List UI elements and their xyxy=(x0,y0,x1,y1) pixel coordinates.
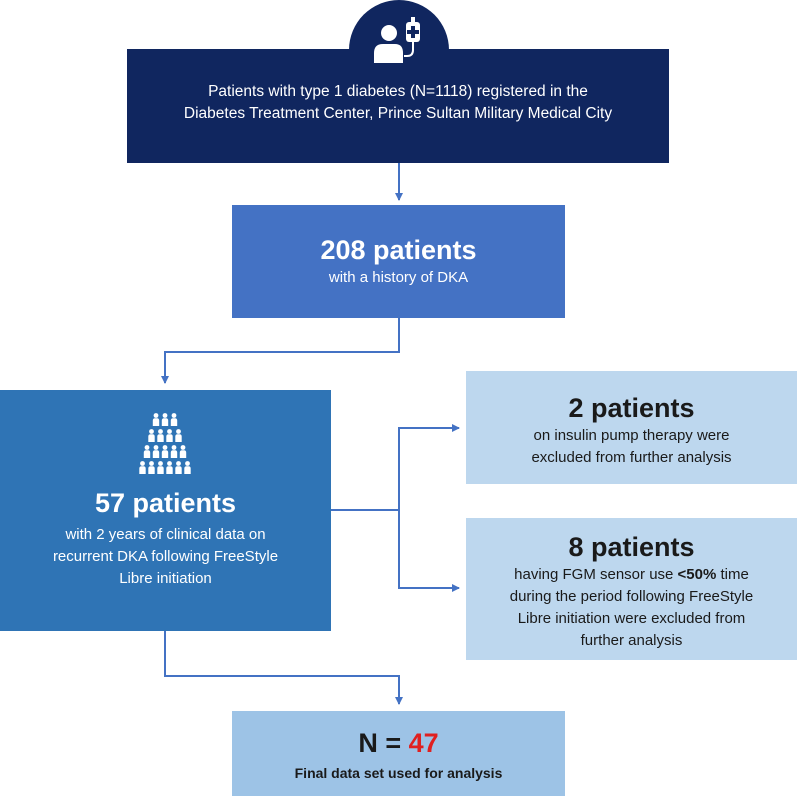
arrow-dka-to-cohort xyxy=(161,318,400,384)
fgm-exclusion-line-3: Libre initiation were excluded from xyxy=(517,610,746,627)
pump-exclusion-title: 2 patients xyxy=(568,393,695,423)
dka-history-box: 208 patients with a history of DKA xyxy=(232,205,565,318)
fgm-exclusion-line-1: having FGM sensor use <50% time xyxy=(466,564,797,586)
arrow-to-pump-exclusion xyxy=(398,424,460,510)
cohort-line-3: Libre initiation xyxy=(119,570,212,587)
final-n-line: N = 47 xyxy=(232,727,565,759)
cohort-box: 57 patients with 2 years of clinical dat… xyxy=(0,390,331,631)
final-dataset-box: N = 47 Final data set used for analysis xyxy=(232,711,565,796)
final-n-value: 47 xyxy=(408,728,439,758)
pump-exclusion-box: 2 patients on insulin pump therapy were … xyxy=(466,371,797,484)
top-box-line-1: Patients with type 1 diabetes (N=1118) r… xyxy=(208,83,588,100)
fgm-exclusion-box: 8 patients having FGM sensor use <50% ti… xyxy=(466,518,797,660)
pump-exclusion-line-1: on insulin pump therapy were xyxy=(533,427,730,444)
fgm-exclusion-line-4: further analysis xyxy=(580,632,683,649)
arrow-cohort-to-final xyxy=(164,631,403,705)
fgm-exclusion-title: 8 patients xyxy=(568,532,695,562)
final-n-label: N = xyxy=(358,728,409,758)
top-patients-box: Patients with type 1 diabetes (N=1118) r… xyxy=(127,49,669,163)
top-box-line-2: Diabetes Treatment Center, Prince Sultan… xyxy=(183,105,613,122)
cohort-line-2: recurrent DKA following FreeStyle xyxy=(52,548,279,565)
cohort-title: 57 patients xyxy=(94,488,237,518)
fgm-exclusion-line-1-pre: having FGM sensor use xyxy=(514,566,678,583)
dka-history-subtitle: with a history of DKA xyxy=(328,269,469,286)
pump-exclusion-line-2: excluded from further analysis xyxy=(531,449,732,466)
cohort-line-1: with 2 years of clinical data on xyxy=(65,526,266,543)
dka-history-title: 208 patients xyxy=(320,235,477,265)
fgm-exclusion-threshold: <50% xyxy=(677,566,717,583)
final-caption: Final data set used for analysis xyxy=(294,765,503,781)
fgm-exclusion-line-1-post: time xyxy=(716,566,749,583)
arrow-to-fgm-exclusion xyxy=(398,510,460,592)
fgm-exclusion-line-2: during the period following FreeStyle xyxy=(509,588,754,605)
